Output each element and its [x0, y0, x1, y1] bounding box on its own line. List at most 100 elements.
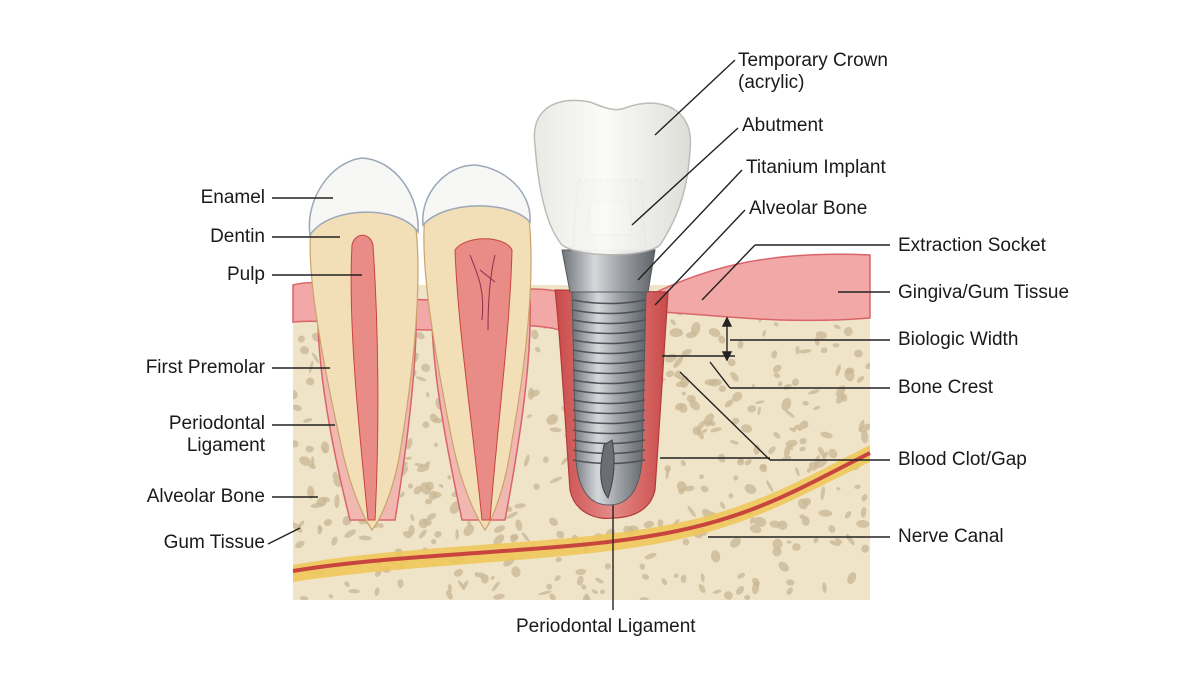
- bone-spot: [410, 514, 415, 522]
- bone-spot: [542, 456, 549, 463]
- bone-spot: [806, 468, 812, 473]
- bone-spot: [403, 531, 412, 539]
- label-alveolar-bone-left: Alveolar Bone: [146, 486, 265, 507]
- bone-spot: [295, 540, 305, 549]
- bone-spot: [822, 451, 829, 460]
- bone-spot: [710, 550, 721, 563]
- bone-spot: [798, 349, 812, 354]
- bone-spot: [306, 377, 315, 386]
- bone-spot: [744, 459, 752, 466]
- bone-spot: [835, 537, 843, 544]
- bone-spot: [700, 573, 705, 583]
- bone-spot: [792, 543, 801, 551]
- bone-spot: [644, 552, 657, 560]
- bone-spot: [733, 475, 739, 481]
- bone-spot: [467, 520, 472, 527]
- premolar-1-pulp: [350, 234, 379, 521]
- bone-spot: [317, 525, 323, 531]
- bone-spot: [639, 563, 646, 570]
- implant-thread: [572, 309, 646, 315]
- bone-spot: [348, 588, 360, 594]
- bone-spot: [297, 335, 305, 343]
- label-biologic-width: Biologic Width: [898, 329, 1019, 350]
- nerve-canal-red: [292, 451, 871, 573]
- bone-spot: [446, 590, 453, 600]
- bone-spot: [538, 590, 552, 596]
- bone-spot: [344, 529, 357, 538]
- bone-spot: [407, 483, 414, 489]
- bone-spot: [533, 483, 540, 490]
- bone-spot: [704, 378, 719, 386]
- label-dentin: Dentin: [210, 226, 265, 247]
- bone-spot: [712, 589, 722, 594]
- bone-spot: [581, 584, 587, 590]
- label-pdl-left-line1: Periodontal: [168, 413, 265, 434]
- bone-spot: [786, 579, 795, 586]
- bone-spot: [700, 485, 709, 493]
- implant-thread: [572, 409, 646, 415]
- label-gum-tissue-left: Gum Tissue: [163, 532, 265, 553]
- gingiva-right: [638, 253, 871, 322]
- leader-lines: [267, 59, 890, 610]
- bone-spot: [670, 319, 676, 326]
- bone-spot: [447, 475, 452, 480]
- bone-spot: [747, 405, 757, 413]
- bone-spot: [723, 591, 733, 600]
- bone-spot: [657, 519, 664, 528]
- bone-spot: [847, 572, 857, 585]
- bone-spot: [374, 587, 380, 597]
- bone-spot: [724, 399, 734, 408]
- bone-spot: [791, 378, 799, 387]
- bone-spot: [814, 337, 820, 346]
- bone-spot: [822, 582, 827, 594]
- bone-spot: [303, 418, 313, 423]
- bone-spot: [858, 419, 865, 432]
- label-bone-crest: Bone Crest: [898, 377, 994, 398]
- bone-spot: [832, 343, 840, 348]
- bone-spot: [801, 516, 810, 526]
- implant-thread: [572, 349, 646, 355]
- bone-spot: [426, 513, 437, 521]
- bone-spot: [856, 376, 865, 383]
- bone-spot: [802, 400, 809, 406]
- label-enamel: Enamel: [200, 187, 265, 208]
- bone-spot: [836, 487, 841, 491]
- bone-spot: [531, 329, 539, 340]
- implant-thread: [572, 399, 646, 405]
- bone-spot: [422, 421, 430, 429]
- label-periodontal-ligament-left: Periodontal Ligament: [169, 413, 265, 457]
- bone-spot: [799, 420, 809, 429]
- label-temp-crown-line2: (acrylic): [738, 72, 805, 93]
- leader-bone-crest-2: [709, 361, 731, 389]
- bone-spot: [730, 537, 741, 548]
- bone-spot: [344, 581, 350, 588]
- bone-spot: [549, 427, 562, 433]
- bone-spot: [447, 584, 453, 593]
- bone-spot: [331, 536, 338, 546]
- label-temp-crown-line1: Temporary Crown: [738, 50, 888, 71]
- bone-spot: [293, 404, 302, 412]
- bone-spot: [322, 448, 327, 453]
- bone-spot: [727, 358, 736, 367]
- bone-spot: [549, 476, 563, 484]
- bone-spot: [861, 544, 869, 553]
- bone-spot: [752, 581, 760, 595]
- implant-collar: [561, 249, 656, 293]
- bone-spot: [843, 326, 853, 337]
- bone-spot: [681, 348, 692, 357]
- bone-spot: [828, 448, 838, 459]
- bone-spot: [858, 423, 870, 433]
- bone-spot: [415, 376, 427, 382]
- leader-titanium: [637, 169, 743, 281]
- bone-spot: [755, 400, 765, 404]
- bone-spot: [514, 503, 526, 509]
- bone-spot: [737, 340, 744, 349]
- bone-spot: [297, 520, 305, 528]
- bone-spot: [511, 566, 521, 578]
- bone-spot: [820, 431, 833, 439]
- implant-thread: [572, 429, 646, 435]
- bone-spot: [786, 540, 792, 544]
- bone-spot: [798, 498, 808, 510]
- bone-spot: [699, 474, 704, 480]
